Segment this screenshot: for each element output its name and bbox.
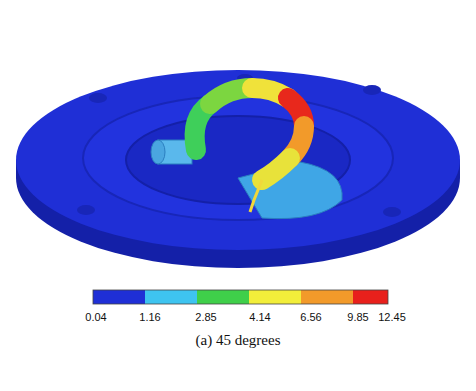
scale-value: 1.16 <box>139 311 160 324</box>
figure-caption: (a) 45 degrees <box>196 331 281 349</box>
flange-face <box>16 70 460 250</box>
scale-value: 6.56 <box>300 311 321 324</box>
scale-value: 2.85 <box>195 311 216 324</box>
scale-value: 0.04 <box>85 311 106 324</box>
curved-tube <box>195 88 304 180</box>
scale-value: 12.45 <box>378 311 406 324</box>
scale-value: 9.85 <box>347 311 368 324</box>
scale-value: 4.14 <box>249 311 270 324</box>
raised-ring <box>83 96 393 220</box>
small-leg <box>250 180 262 212</box>
color-bar <box>93 290 388 304</box>
